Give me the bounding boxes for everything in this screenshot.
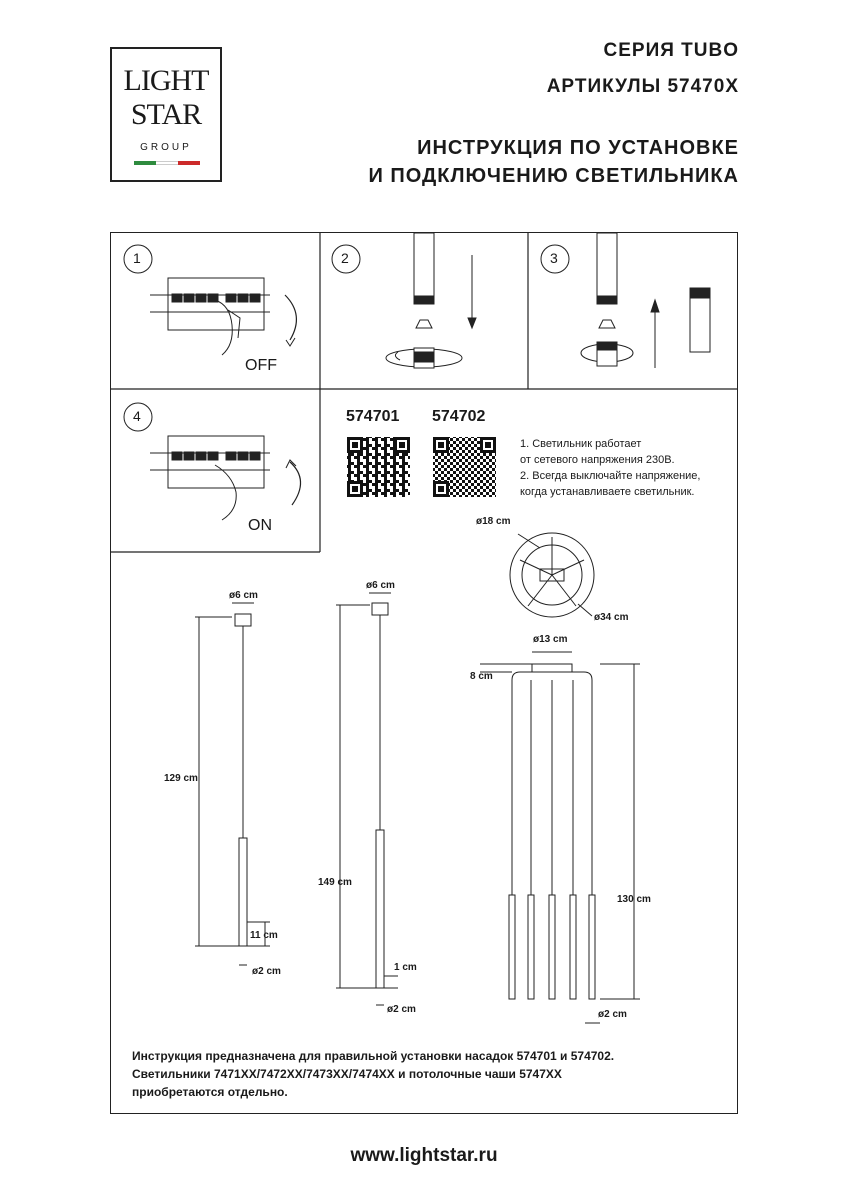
step-grid: [111, 233, 737, 553]
breaker-panel-off-icon: [150, 277, 297, 356]
step-2-number: 2: [341, 250, 349, 266]
step-3-number: 3: [550, 250, 558, 266]
dim-p2-diameter: ø2 cm: [387, 1004, 416, 1015]
dim-canopy-inner: ø18 cm: [476, 516, 511, 527]
pendant-5-light-drawing: [480, 651, 640, 1024]
note-1-line2: от сетевого напряжения 230В.: [520, 454, 675, 466]
ceiling-canopy-top-view: [509, 532, 595, 618]
instruction-title-line1: ИНСТРУКЦИЯ ПО УСТАНОВКЕ: [417, 137, 739, 159]
brand-logo: LIGHT STAR GROUP: [110, 47, 222, 182]
flag-red: [178, 161, 200, 165]
dim-p3-canopy: ø13 cm: [533, 634, 568, 645]
dim-p3-diameter: ø2 cm: [598, 1009, 627, 1020]
logo-word-light: LIGHT: [123, 64, 210, 97]
dim-p3-drop: 8 cm: [470, 671, 493, 682]
dim-canopy-outer: ø34 cm: [594, 612, 629, 623]
dim-p1-diameter: ø2 cm: [252, 966, 281, 977]
dim-p1-length: 129 cm: [164, 773, 198, 784]
footnote-line3: приобретаются отдельно.: [132, 1085, 288, 1099]
step2-remove-nozzle-drawing: [385, 232, 477, 369]
note-2-line2: когда устанавливаете светильник.: [520, 486, 695, 498]
series-title: СЕРИЯ TUBO: [603, 40, 739, 61]
pendant-574702-drawing: [336, 592, 398, 1006]
note-1-line1: 1. Светильник работает: [520, 438, 642, 450]
qr-code-574702: [433, 437, 496, 497]
dim-p3-length: 130 cm: [617, 894, 651, 905]
code-574701: 574701: [346, 408, 400, 425]
dim-p2-tip: 1 cm: [394, 962, 417, 973]
article-title: АРТИКУЛЫ 57470X: [546, 76, 739, 97]
step-4-number: 4: [133, 408, 141, 424]
step3-install-nozzle-drawing: [580, 232, 711, 368]
pendant-574701-drawing: [195, 602, 270, 966]
dim-p1-tube: 11 cm: [250, 930, 278, 941]
safety-notes: 1. Светильник работает от сетевого напря…: [520, 436, 700, 500]
instruction-title: ИНСТРУКЦИЯ ПО УСТАНОВКЕ И ПОДКЛЮЧЕНИЮ СВ…: [368, 134, 739, 190]
website-link[interactable]: www.lightstar.ru: [350, 1145, 498, 1166]
step-4-on-label: ON: [248, 517, 272, 534]
logo-word-group: GROUP: [140, 142, 192, 153]
code-574702: 574702: [432, 408, 486, 425]
footnote: Инструкция предназначена для правильной …: [132, 1047, 614, 1101]
footnote-line1: Инструкция предназначена для правильной …: [132, 1049, 615, 1063]
logo-word-star: STAR: [130, 98, 202, 131]
step-number-circles: [123, 244, 570, 432]
instruction-title-line2: И ПОДКЛЮЧЕНИЮ СВЕТИЛЬНИКА: [368, 165, 739, 187]
dim-p2-canopy: ø6 cm: [366, 580, 395, 591]
note-2-line1: 2. Всегда выключайте напряжение,: [520, 470, 701, 482]
flag-green: [134, 161, 156, 165]
breaker-panel-on-icon: [150, 435, 302, 521]
flag-white: [156, 161, 178, 165]
step-1-off-label: OFF: [245, 357, 277, 374]
footnote-line2: Светильники 7471XX/7472XX/7473XX/7474XX …: [132, 1067, 562, 1081]
dim-p1-canopy: ø6 cm: [229, 590, 258, 601]
qr-code-574701: [347, 437, 410, 497]
dim-p2-length: 149 cm: [318, 877, 352, 888]
step-1-number: 1: [133, 250, 141, 266]
italian-flag-stripe: [134, 161, 200, 165]
